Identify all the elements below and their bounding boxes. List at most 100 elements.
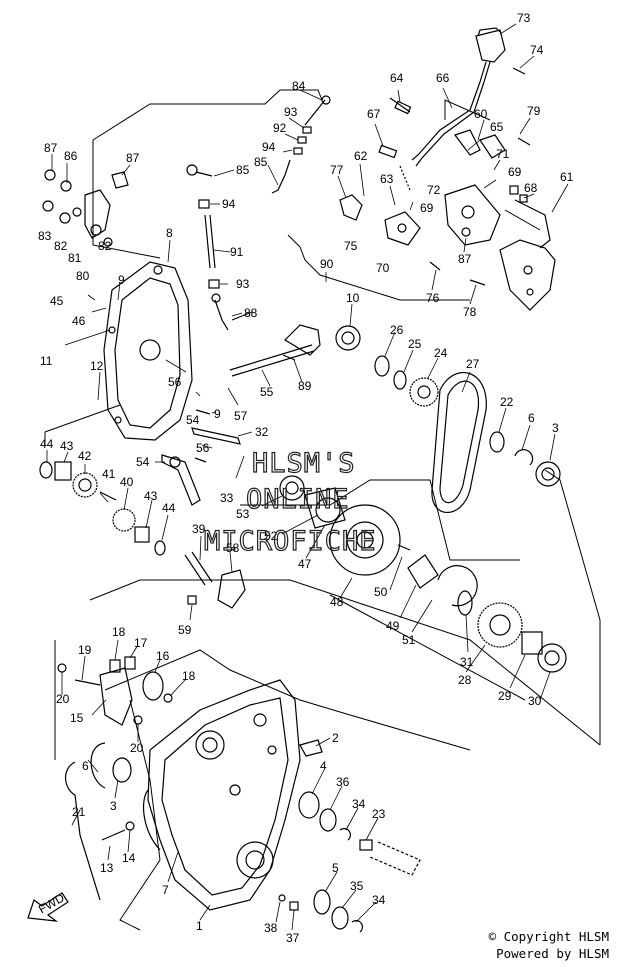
part-label-55: 55 — [260, 385, 274, 399]
part-label-86: 86 — [64, 149, 78, 163]
part-label-67: 67 — [367, 107, 381, 121]
part-label-52: 52 — [264, 529, 278, 543]
part-label-46: 46 — [72, 314, 86, 328]
part-label-47: 47 — [298, 557, 312, 571]
powered-by-text: Powered by HLSM — [496, 946, 609, 961]
part-label-53: 53 — [236, 507, 250, 521]
part-label-57: 57 — [234, 409, 248, 423]
part-label-6b: 6 — [82, 759, 89, 773]
part-label-80: 80 — [76, 269, 90, 283]
part-label-62: 62 — [354, 149, 368, 163]
part-label-54b: 54 — [136, 455, 150, 469]
part-label-70: 70 — [376, 261, 390, 275]
part-label-29: 29 — [498, 689, 512, 703]
part-label-56a: 56 — [168, 375, 182, 389]
part-label-51: 51 — [402, 633, 416, 647]
part-label-32: 32 — [255, 425, 269, 439]
part-label-59: 59 — [178, 623, 192, 637]
part-label-81: 81 — [68, 251, 82, 265]
part-label-18a: 18 — [112, 625, 126, 639]
part-label-40: 40 — [120, 475, 134, 489]
part-label-60: 60 — [474, 107, 488, 121]
part-label-39: 39 — [192, 522, 206, 536]
part-label-69b: 69 — [420, 201, 434, 215]
watermark-line-2: ONLINE — [246, 484, 350, 515]
part-label-92: 92 — [273, 121, 287, 135]
part-label-61: 61 — [560, 170, 574, 184]
part-label-54a: 54 — [186, 413, 200, 427]
part-label-84: 84 — [292, 79, 306, 93]
part-label-44a: 44 — [40, 437, 54, 451]
group-outlines — [44, 89, 601, 931]
part-label-65: 65 — [490, 120, 504, 134]
part-label-91: 91 — [230, 245, 244, 259]
part-label-90: 90 — [320, 257, 334, 271]
part-label-26: 26 — [390, 323, 404, 337]
part-label-42: 42 — [78, 449, 92, 463]
part-label-4: 4 — [320, 759, 327, 773]
part-label-83: 83 — [38, 229, 52, 243]
part-label-82a: 82 — [54, 239, 68, 253]
part-label-27: 27 — [466, 357, 480, 371]
part-label-5: 5 — [332, 861, 339, 875]
control-lever-assembly — [339, 27, 556, 311]
part-label-2: 2 — [332, 731, 339, 745]
part-label-12: 12 — [90, 359, 104, 373]
leader-lines — [46, 23, 569, 931]
fwd-arrow: FWD — [27, 890, 69, 922]
part-label-58: 58 — [226, 541, 240, 555]
part-label-87b: 87 — [126, 151, 140, 165]
part-label-44b: 44 — [162, 501, 176, 515]
watermark: HLSM'S ONLINE MICROFICHE — [203, 447, 376, 557]
part-label-10: 10 — [346, 291, 360, 305]
part-label-24: 24 — [434, 346, 448, 360]
part-label-6a: 6 — [528, 411, 535, 425]
part-label-20b: 20 — [130, 741, 144, 755]
part-label-73: 73 — [517, 11, 531, 25]
side-cover — [103, 261, 193, 441]
part-label-20a: 20 — [56, 692, 70, 706]
part-label-87a: 87 — [44, 141, 58, 155]
linkage-rods — [186, 95, 331, 331]
part-label-30: 30 — [528, 694, 542, 708]
part-label-79: 79 — [527, 104, 541, 118]
part-label-82b: 82 — [98, 239, 112, 253]
part-label-37: 37 — [286, 931, 300, 945]
part-label-8: 8 — [166, 226, 173, 240]
part-label-85a: 85 — [254, 155, 268, 169]
part-label-38: 38 — [264, 921, 278, 935]
part-label-77: 77 — [330, 163, 344, 177]
part-label-76: 76 — [426, 291, 440, 305]
part-number-labels: 73 74 64 66 79 67 60 65 71 62 77 69 63 6… — [38, 11, 574, 945]
part-label-49: 49 — [386, 619, 400, 633]
part-label-48: 48 — [330, 595, 344, 609]
drive-assembly — [184, 475, 411, 609]
belt-and-gears — [374, 355, 567, 673]
lever-parts — [42, 169, 129, 247]
part-label-15: 15 — [70, 711, 84, 725]
part-label-11: 11 — [40, 354, 53, 368]
part-label-13: 13 — [100, 861, 114, 875]
part-label-74: 74 — [530, 43, 544, 57]
part-label-23: 23 — [372, 807, 386, 821]
part-label-41: 41 — [102, 467, 116, 481]
part-label-66: 66 — [436, 71, 450, 85]
part-label-16: 16 — [156, 649, 170, 663]
part-label-89: 89 — [298, 379, 312, 393]
part-label-3a: 3 — [552, 421, 559, 435]
part-label-9a: 9 — [118, 273, 125, 287]
part-label-17: 17 — [134, 636, 148, 650]
part-label-94b: 94 — [222, 197, 236, 211]
part-label-45: 45 — [50, 294, 64, 308]
part-label-63: 63 — [380, 172, 394, 186]
part-label-87c: 87 — [458, 252, 472, 266]
part-label-75: 75 — [344, 239, 358, 253]
part-label-7: 7 — [162, 883, 169, 897]
part-label-72: 72 — [427, 183, 441, 197]
part-label-9b: 9 — [214, 407, 221, 421]
part-label-43b: 43 — [144, 489, 158, 503]
part-label-36: 36 — [336, 775, 350, 789]
part-label-34b: 34 — [372, 893, 386, 907]
part-label-1: 1 — [196, 919, 203, 933]
